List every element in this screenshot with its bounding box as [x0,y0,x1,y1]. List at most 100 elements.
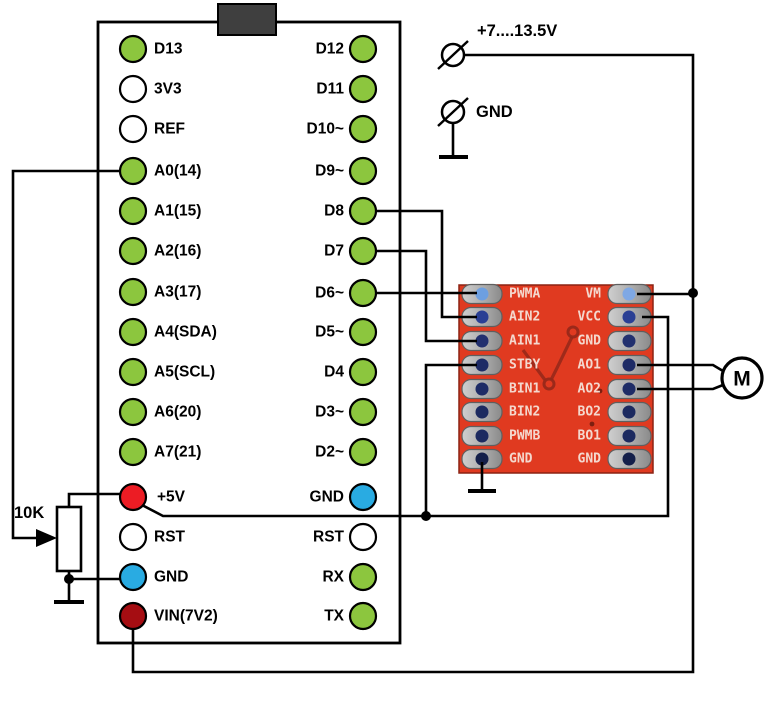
pin-ref-label: REF [154,121,185,138]
pcb-via [566,325,580,339]
pin-rst-left-label: RST [154,529,186,546]
pin-d2 [348,437,378,467]
pin-a4 [118,317,148,347]
driver-hole-vcc [622,310,636,324]
driver-hole-pwma [475,287,489,301]
driver-pin-label-ao2: AO2 [578,382,601,397]
driver-hole-ain1 [475,334,489,348]
driver-pin-label-vm: VM [585,287,601,302]
pin-a3-label: A3(17) [154,284,201,301]
driver-right-labels: VM VCC GND AO1 AO2 BO2 BO1 GND [578,287,602,467]
driver-pin-label-ain2: AIN2 [509,310,540,325]
pin-d2-label: D2~ [315,444,344,461]
pin-d11-label: D11 [316,81,344,98]
pin-d5 [348,317,378,347]
supply-voltage-label: +7....13.5V [477,22,557,40]
supply-ground-label: GND [476,103,513,121]
pin-3v3-label: 3V3 [154,81,182,98]
driver-hole-bo1 [622,429,636,443]
pin-a1-label: A1(15) [154,203,201,220]
pcb-trace [549,336,574,381]
pin-a5 [118,357,148,387]
driver-pin-label-bin2: BIN2 [509,405,540,420]
driver-hole-vm [622,287,636,301]
wire-d7-to-ain1 [376,249,477,343]
driver-left-labels: PWMA AIN2 AIN1 STBY BIN1 BIN2 PWMB GND [509,287,540,467]
pin-5v [118,482,148,512]
wire-ao2-to-motor [637,383,724,391]
driver-hole-gnd-right-bottom [622,452,636,466]
pin-a6 [118,397,148,427]
driver-hole-ain2 [475,310,489,324]
driver-hole-pwmb [475,429,489,443]
pin-d12-label: D12 [316,41,344,58]
driver-pin-label-bo1: BO1 [578,429,602,444]
pin-gnd-left [118,562,148,592]
pin-rx [348,562,378,592]
driver-pin-label-gnd-right-top: GND [578,334,602,349]
motor: M [720,356,764,400]
pin-d7-label: D7 [324,243,344,260]
motor-driver-board: PWMA AIN2 AIN1 STBY BIN1 BIN2 PWMB GND V… [458,283,654,474]
wire-a0-to-pot-wiper [11,169,121,540]
terminal-ground-slash [437,97,469,127]
usb-connector [217,3,277,36]
pin-d9 [348,156,378,186]
power-terminal-ground: GND [437,97,513,127]
pin-gnd-left-label: GND [154,569,188,586]
wire-d8-to-ain2 [376,209,477,319]
wires [11,53,724,674]
pin-d11 [348,74,378,104]
pin-d13-label: D13 [154,41,183,58]
pin-tx [348,601,378,631]
driver-pin-label-gnd-left: GND [509,452,533,467]
pin-d13 [118,34,148,64]
pin-gnd-right-label: GND [310,489,344,506]
pin-d10 [348,114,378,144]
driver-pin-label-pwma: PWMA [509,287,540,302]
wire-5v-to-vcc [141,315,670,518]
pin-d7 [348,236,378,266]
pin-ref [118,114,148,144]
pin-rst-right-label: RST [313,529,345,546]
driver-hole-bo2 [622,405,636,419]
potentiometer-body [55,505,83,573]
driver-right-pads [607,283,652,470]
wire-5v-to-stby [424,363,477,516]
pin-rst-right [348,522,378,552]
driver-hole-ao1 [622,358,636,372]
junction-pot-gnd [64,574,74,584]
pin-d3-label: D3~ [315,404,344,421]
potentiometer: 10K [14,504,83,573]
driver-pin-label-stby: STBY [509,358,540,373]
junction-vm [688,288,698,298]
driver-pin-label-vcc: VCC [578,310,601,325]
pin-d6-label: D6~ [315,285,344,302]
pin-a2-label: A2(16) [154,243,201,260]
wire-ao1-to-motor [637,363,724,373]
pin-rx-label: RX [322,569,344,586]
pin-5v-label: +5V [157,489,186,506]
pin-3v3 [118,74,148,104]
pin-a0 [118,156,148,186]
driver-pin-label-ao1: AO1 [578,358,602,373]
power-terminal-positive: +7....13.5V [437,22,557,70]
pin-rst-left [118,522,148,552]
arduino-right-pins: D12 D11 D10~ D9~ D8 D7 D6~ D5~ D4 D3~ D2… [307,34,378,631]
pot-wiper-arrow [36,529,57,547]
pin-d6 [348,278,378,308]
wire-supply-to-vm-and-vin [131,53,695,674]
driver-hole-stby [475,358,489,372]
pin-d4 [348,357,378,387]
pin-d8 [348,196,378,226]
driver-pin-label-bin1: BIN1 [509,382,540,397]
pcb-via [542,377,556,391]
arduino-left-pins: D13 3V3 REF A0(14) A1(15) A2(16) A3(17) … [118,34,218,631]
pin-gnd-right [348,482,378,512]
pin-a1 [118,196,148,226]
pcb-via [597,388,603,394]
pin-vin-label: VIN(7V2) [154,608,218,625]
terminal-positive-slash [437,40,469,70]
